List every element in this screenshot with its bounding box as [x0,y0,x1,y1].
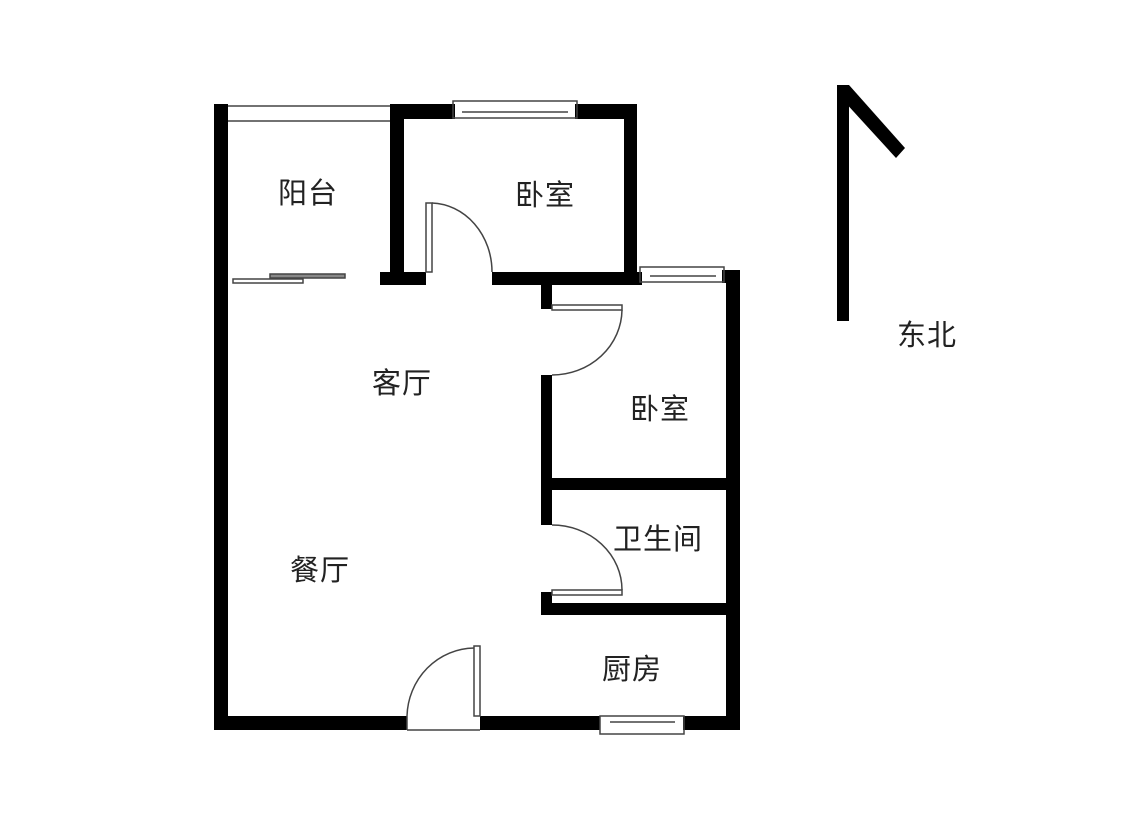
wall-bath-stub [541,592,552,615]
door-bedroom-east [551,304,623,311]
wall-west [214,104,228,730]
thin-lines [228,100,725,735]
window-bedroom-north [452,100,578,119]
room-label-bedroom-north: 卧室 [515,178,576,212]
door-bathroom [551,589,623,596]
wall-mid-b [722,270,740,283]
wall-bedroom-north-b [575,104,637,119]
room-label-balcony: 阳台 [278,176,339,210]
compass-north-arrow-icon [837,85,905,321]
walls [214,104,740,730]
wall-bedroom-north-a [390,104,455,119]
wall-bedroom-west [390,104,404,285]
wall-bath-south [541,603,726,615]
wall-stub [380,272,426,285]
wall-south-b [480,716,600,730]
wall-bedroom2-west-a [541,285,552,309]
door-entry [473,645,481,717]
window-bedroom-east [639,266,725,283]
wall-bath-north [552,478,726,490]
door-bedroom-north [425,202,433,273]
wall-south-c [683,716,740,730]
compass-label: 东北 [897,318,958,352]
wall-east [726,270,740,730]
room-label-living-room: 客厅 [372,366,433,400]
wall-south-a [214,716,407,730]
wall-bedroom2-west-b [541,375,552,525]
wall-mid-a [492,272,642,285]
room-label-bathroom: 卫生间 [613,522,704,556]
balcony-sliding-door-b [269,273,346,279]
room-label-kitchen: 厨房 [602,652,663,686]
room-label-dining-room: 餐厅 [290,553,351,587]
wall-bedroom-east [624,104,637,285]
balcony-sliding-door-a [232,278,304,284]
room-label-bedroom-east: 卧室 [630,392,691,426]
window-kitchen [599,715,685,735]
